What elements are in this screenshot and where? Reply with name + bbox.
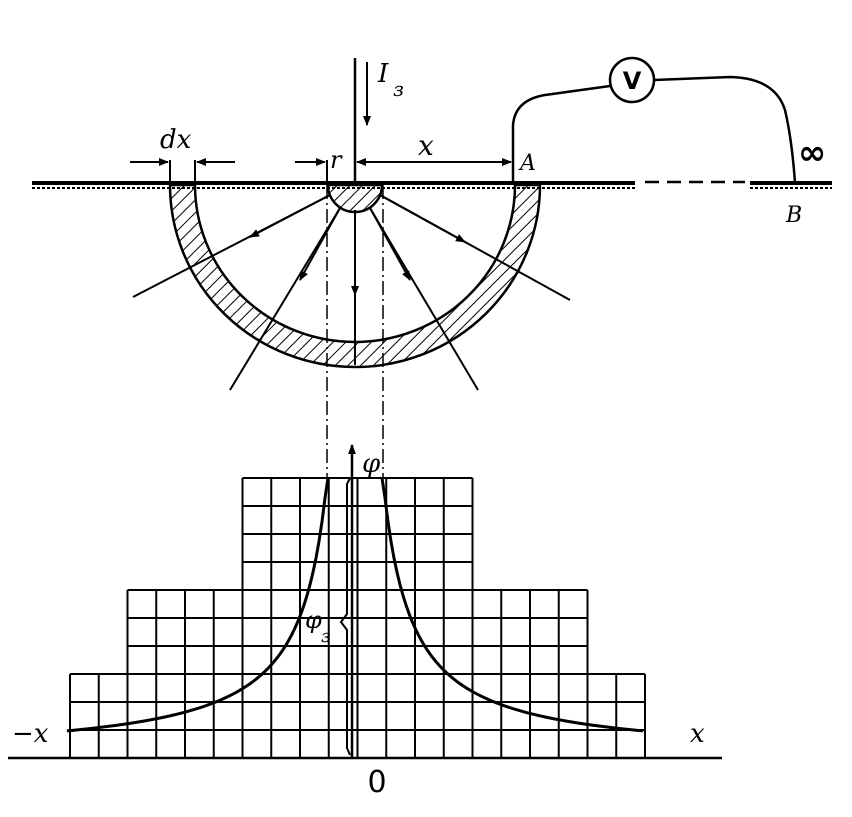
x-distance-label: x	[418, 129, 434, 162]
phi-ground-subscript: з	[321, 626, 331, 647]
point-a-label: A	[518, 151, 536, 176]
potential-curve	[66, 477, 644, 733]
infinity-label: ∞	[798, 133, 826, 173]
pos-x-label: x	[690, 719, 705, 749]
projection-lines	[326, 185, 384, 478]
dx-label: dx	[160, 125, 192, 155]
r-label: r	[330, 146, 343, 174]
neg-x-label: −x	[12, 719, 49, 749]
measuring-wire	[511, 75, 797, 184]
point-b-label: B	[785, 203, 802, 228]
origin-label: 0	[367, 765, 386, 800]
dimension-arrows	[130, 158, 512, 183]
ground-surface	[32, 180, 832, 189]
voltmeter-label: V	[623, 67, 642, 95]
phi-ground-label: φ	[305, 606, 322, 634]
phi-axis-label: φ	[362, 449, 381, 479]
phi-ground-brace	[339, 477, 351, 756]
voltmeter-icon	[608, 56, 656, 104]
current-label: I	[377, 59, 389, 89]
potential-grid	[69, 477, 646, 758]
hemispherical-electrode	[326, 183, 384, 214]
current-rays	[132, 194, 571, 391]
current-subscript: з	[393, 77, 404, 101]
